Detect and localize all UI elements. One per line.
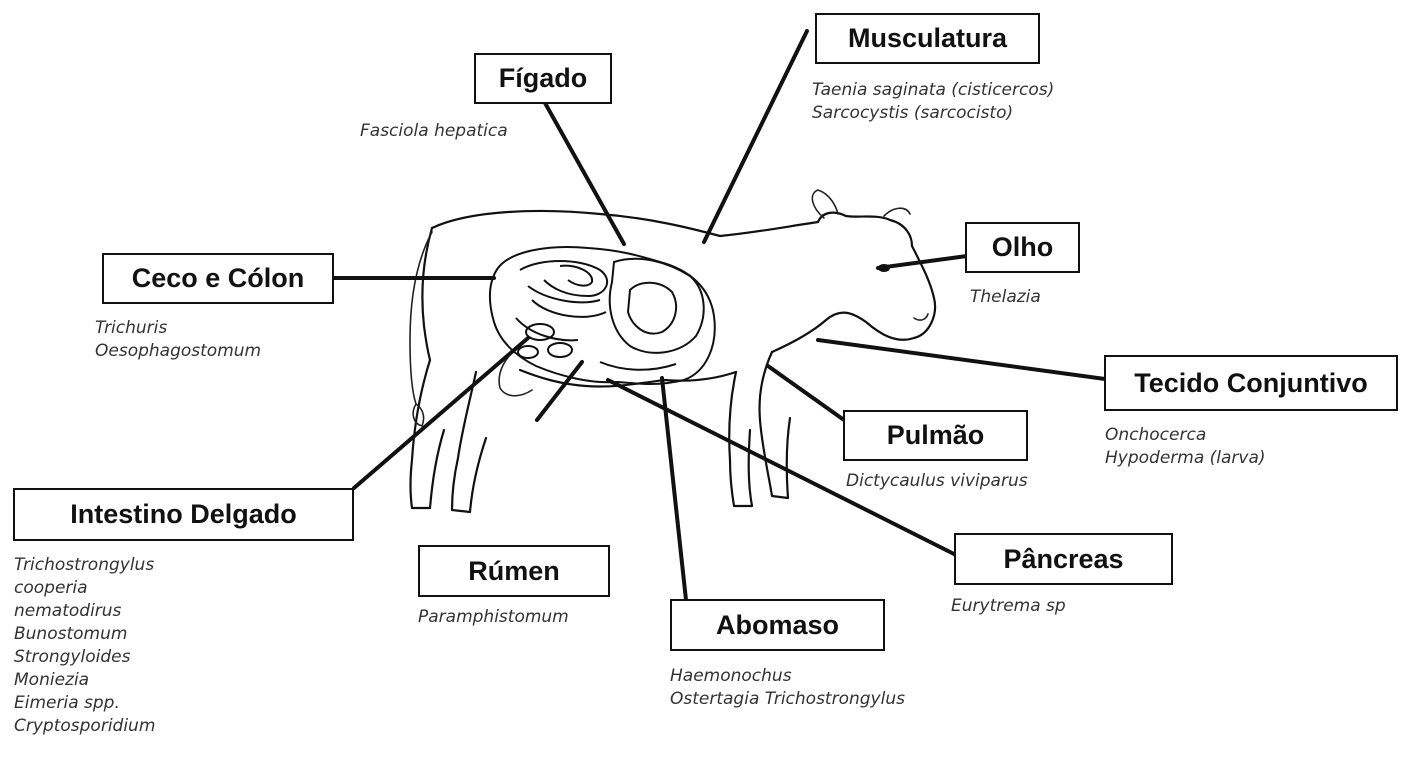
parasite-list-tecido-conjuntivo: Onchocerca Hypoderma (larva) — [1105, 424, 1266, 470]
label-box-pulmao: Pulmão — [843, 410, 1028, 461]
label-box-figado: Fígado — [474, 53, 612, 104]
label-box-musculatura: Musculatura — [815, 13, 1040, 64]
parasite-list-pulmao: Dictycaulus viviparus — [846, 470, 1028, 493]
label-box-rumen: Rúmen — [418, 545, 610, 597]
parasite-name: Thelazia — [970, 286, 1041, 309]
parasite-name: Dictycaulus viviparus — [846, 470, 1028, 493]
parasite-name: Taenia saginata (cisticercos) — [812, 79, 1054, 102]
parasite-name: Eimeria spp. — [14, 692, 155, 715]
parasite-name: Cryptosporidium — [14, 715, 155, 738]
parasite-name: Paramphistomum — [418, 606, 569, 629]
parasite-list-figado: Fasciola hepatica — [360, 120, 508, 143]
parasite-list-intestino-delgado: Trichostrongylus cooperia nematodirus Bu… — [14, 554, 155, 738]
parasite-name: Oesophagostomum — [95, 340, 261, 363]
parasite-name: Trichostrongylus — [14, 554, 155, 577]
parasite-name: Onchocerca — [1105, 424, 1266, 447]
parasite-list-musculatura: Taenia saginata (cisticercos) Sarcocysti… — [812, 79, 1054, 125]
parasite-list-ceco-colon: Trichuris Oesophagostomum — [95, 317, 261, 363]
parasite-list-abomaso: Haemonochus Ostertagia Trichostrongylus — [670, 665, 905, 711]
label-box-tecido-conjuntivo: Tecido Conjuntivo — [1104, 355, 1398, 411]
parasite-name: Moniezia — [14, 669, 155, 692]
parasite-name: Ostertagia Trichostrongylus — [670, 688, 905, 711]
internal-organs — [490, 247, 715, 384]
parasite-name: Hypoderma (larva) — [1105, 447, 1266, 470]
label-box-olho: Olho — [965, 222, 1080, 273]
label-box-ceco-colon: Ceco e Cólon — [102, 253, 334, 304]
parasite-name: Haemonochus — [670, 665, 905, 688]
parasite-list-pancreas: Eurytrema sp — [951, 595, 1066, 618]
label-box-intestino-delgado: Intestino Delgado — [13, 488, 354, 541]
parasite-name: Strongyloides — [14, 646, 155, 669]
parasite-name: Fasciola hepatica — [360, 120, 508, 143]
parasite-name: Eurytrema sp — [951, 595, 1066, 618]
parasite-name: nematodirus — [14, 600, 155, 623]
label-box-abomaso: Abomaso — [670, 599, 885, 651]
label-box-pancreas: Pâncreas — [954, 533, 1173, 585]
parasite-name: Sarcocystis (sarcocisto) — [812, 102, 1054, 125]
parasite-name: cooperia — [14, 577, 155, 600]
parasite-list-rumen: Paramphistomum — [418, 606, 569, 629]
parasite-name: Bunostomum — [14, 623, 155, 646]
parasite-list-olho: Thelazia — [970, 286, 1041, 309]
parasite-name: Trichuris — [95, 317, 261, 340]
